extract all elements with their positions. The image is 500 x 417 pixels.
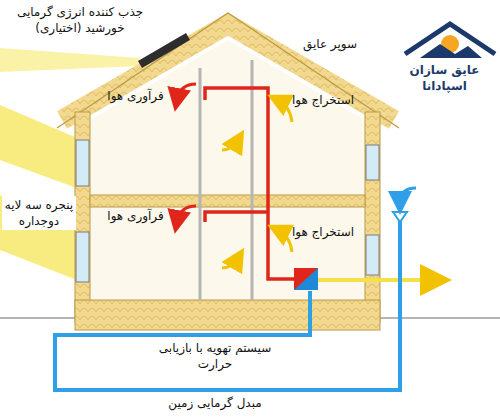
intake-arrow: [400, 188, 416, 203]
mid-floor: [90, 195, 365, 207]
extract-arrow: [278, 230, 292, 252]
window: [366, 235, 379, 275]
air-intake: [393, 212, 407, 222]
ventilation-label: سیستم تهویه با بازیابی حرارت: [150, 340, 280, 372]
wall-insulation: [365, 112, 380, 322]
window-label: پنجره سه لایه دوجداره: [2, 196, 76, 230]
flow-arrow: [222, 258, 238, 268]
exhaust-pipe: [318, 278, 436, 282]
flow-arrow: [222, 140, 238, 150]
window: [366, 145, 379, 180]
supply-label: فرآوری هوا: [98, 88, 173, 104]
supply-label: فرآوری هوا: [98, 208, 173, 224]
window: [76, 232, 89, 282]
window: [76, 140, 89, 186]
logo-text: عایق سازان اسپادانا: [391, 62, 498, 94]
logo-roof: [405, 24, 495, 54]
partition: [199, 68, 202, 300]
solar-collector: [138, 33, 190, 68]
heat-recovery-unit: [294, 268, 318, 290]
ground-exchanger-label: مبدل گرمایی زمین: [140, 395, 290, 411]
supply-duct: [205, 88, 294, 279]
roof-insulation: [62, 24, 394, 120]
supply-arrow: [177, 206, 196, 222]
wall-insulation: [75, 112, 90, 322]
extract-label: استخراج هوا: [282, 224, 364, 240]
ground-heat-exchanger: [55, 220, 400, 390]
logo-mountain: [420, 44, 482, 58]
partition: [251, 60, 254, 300]
insulation-label: سوپر عایق: [290, 36, 370, 52]
extract-label: استخراج هوا: [282, 92, 364, 108]
heat-recovery-unit: [294, 268, 318, 290]
floor-slab: [75, 300, 380, 330]
sun-beam: [0, 48, 140, 72]
supply-arrow: [177, 84, 196, 100]
sun-beam: [0, 195, 82, 282]
extract-arrow: [278, 100, 292, 122]
solar-label: جذب کننده انرژی گرمایی خورشید (اختیاری): [5, 4, 155, 36]
